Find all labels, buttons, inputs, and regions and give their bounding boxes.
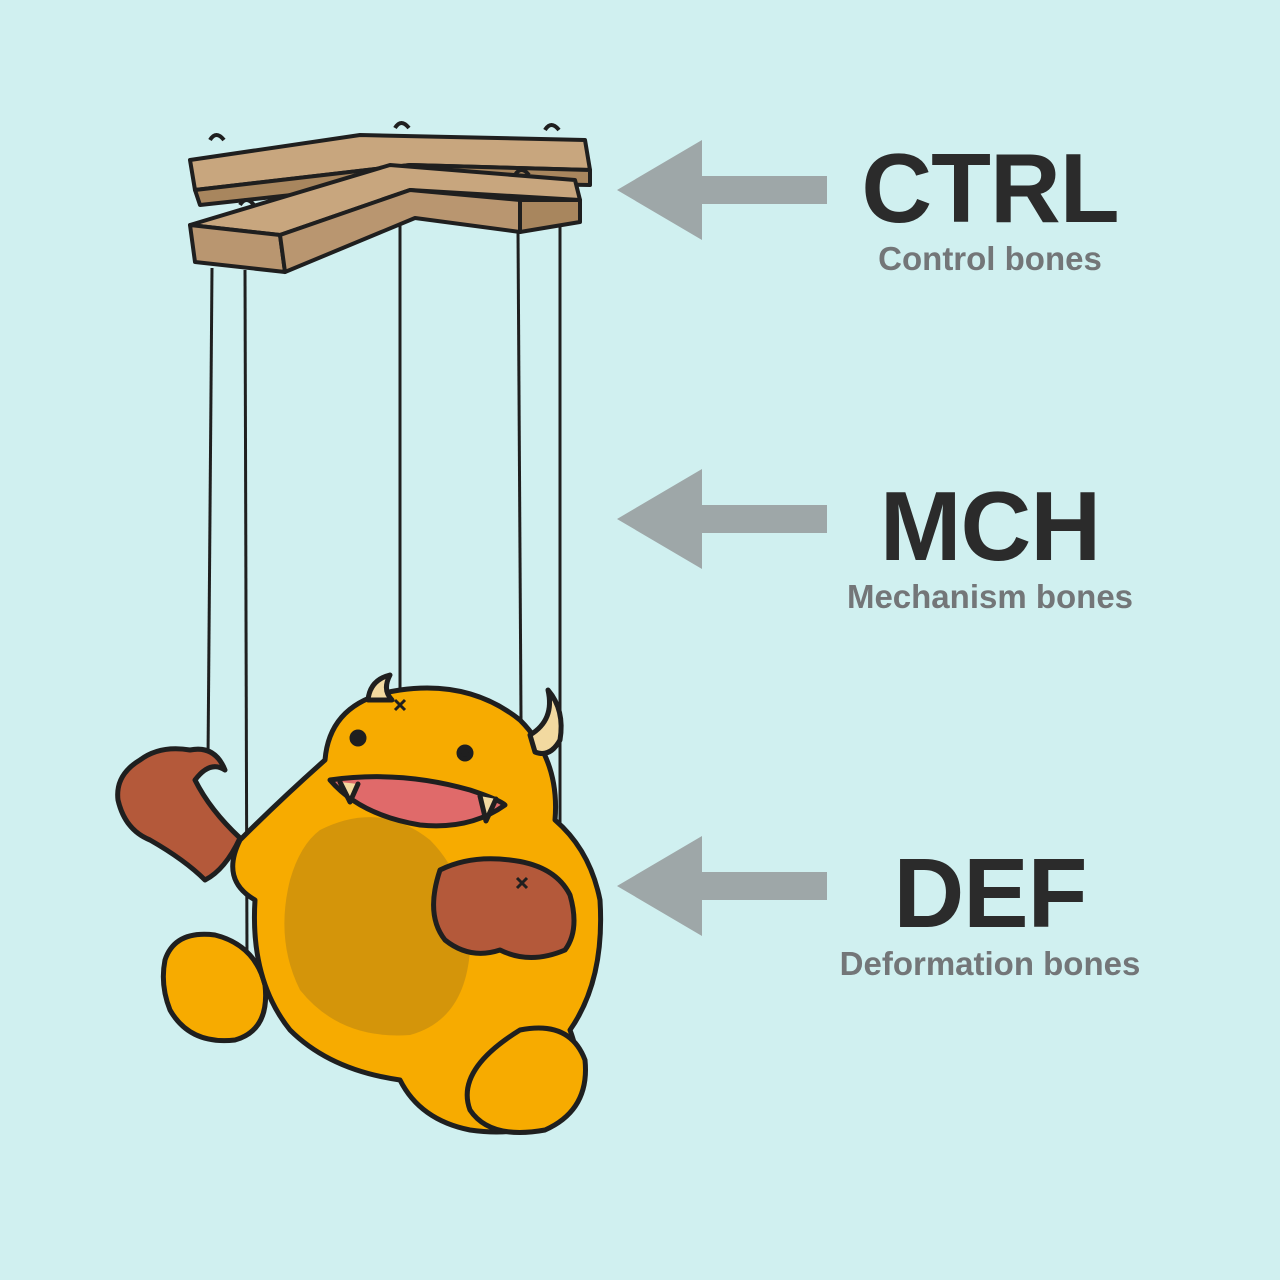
ctrl-label: CTRL Control bones (820, 133, 1160, 278)
def-code: DEF (893, 838, 1088, 948)
mch-description: Mechanism bones (846, 578, 1134, 615)
left-arrow-icon (617, 140, 827, 240)
marionette-control-bar-icon (188, 121, 592, 274)
mch-label: MCH Mechanism bones (800, 471, 1180, 616)
string-knots (393, 698, 529, 890)
left-arrow-icon (617, 469, 827, 569)
def-description: Deformation bones (839, 945, 1141, 982)
puppet-monster-icon (115, 672, 604, 1135)
ctrl-code: CTRL (861, 133, 1119, 243)
ctrl-description: Control bones (878, 240, 1102, 277)
def-label: DEF Deformation bones (790, 838, 1190, 983)
mch-code: MCH (879, 471, 1101, 581)
left-arrow-icon (617, 836, 827, 936)
